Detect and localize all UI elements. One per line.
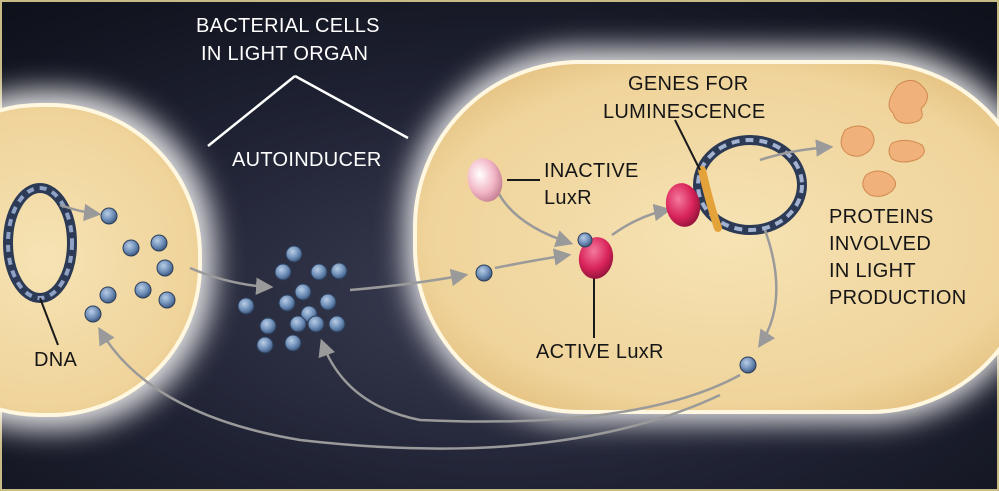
active-luxr-bound-molecule — [578, 233, 592, 247]
autoinducer-molecule — [151, 235, 167, 251]
autoinducer-molecule — [85, 306, 101, 322]
autoinducer-molecule — [101, 208, 117, 224]
autoinducer-molecule — [286, 246, 302, 262]
autoinducer-molecule — [275, 264, 291, 280]
autoinducer-molecule — [331, 263, 347, 279]
autoinducer-molecule — [260, 318, 276, 334]
bacterial-cells-label-line2: IN LIGHT ORGAN — [201, 42, 368, 66]
inactive-luxr-label-line1: INACTIVE — [544, 159, 639, 183]
autoinducer-molecule — [290, 316, 306, 332]
autoinducer-molecule — [159, 292, 175, 308]
autoinducer-label: AUTOINDUCER — [232, 148, 382, 172]
genes-label-line1: GENES FOR — [628, 72, 749, 96]
autoinducer-molecule — [100, 287, 116, 303]
autoinducer-molecule — [238, 298, 254, 314]
autoinducer-molecule — [285, 335, 301, 351]
proteins-label-line2: INVOLVED — [829, 232, 931, 256]
autoinducer-molecule — [320, 294, 336, 310]
proteins-label-line3: IN LIGHT — [829, 259, 916, 283]
autoinducer-molecule — [308, 316, 324, 332]
autoinducer-molecule — [740, 357, 756, 373]
protein-blob-3 — [889, 140, 924, 162]
dna-label: DNA — [34, 348, 77, 372]
autoinducer-molecule — [329, 316, 345, 332]
autoinducer-molecule — [311, 264, 327, 280]
bacterial-cells-label-line1: BACTERIAL CELLS — [196, 14, 380, 38]
autoinducer-molecule — [279, 295, 295, 311]
autoinducer-molecule — [157, 260, 173, 276]
proteins-label-line1: PROTEINS — [829, 205, 934, 229]
autoinducer-molecule — [295, 284, 311, 300]
autoinducer-molecule — [476, 265, 492, 281]
autoinducer-molecule — [123, 240, 139, 256]
autoinducer-molecule — [135, 282, 151, 298]
active-luxr-label: ACTIVE LuxR — [536, 340, 664, 364]
inactive-luxr-label-line2: LuxR — [544, 186, 592, 210]
autoinducer-molecule — [257, 337, 273, 353]
genes-label-line2: LUMINESCENCE — [603, 100, 766, 124]
proteins-label-line4: PRODUCTION — [829, 286, 966, 310]
